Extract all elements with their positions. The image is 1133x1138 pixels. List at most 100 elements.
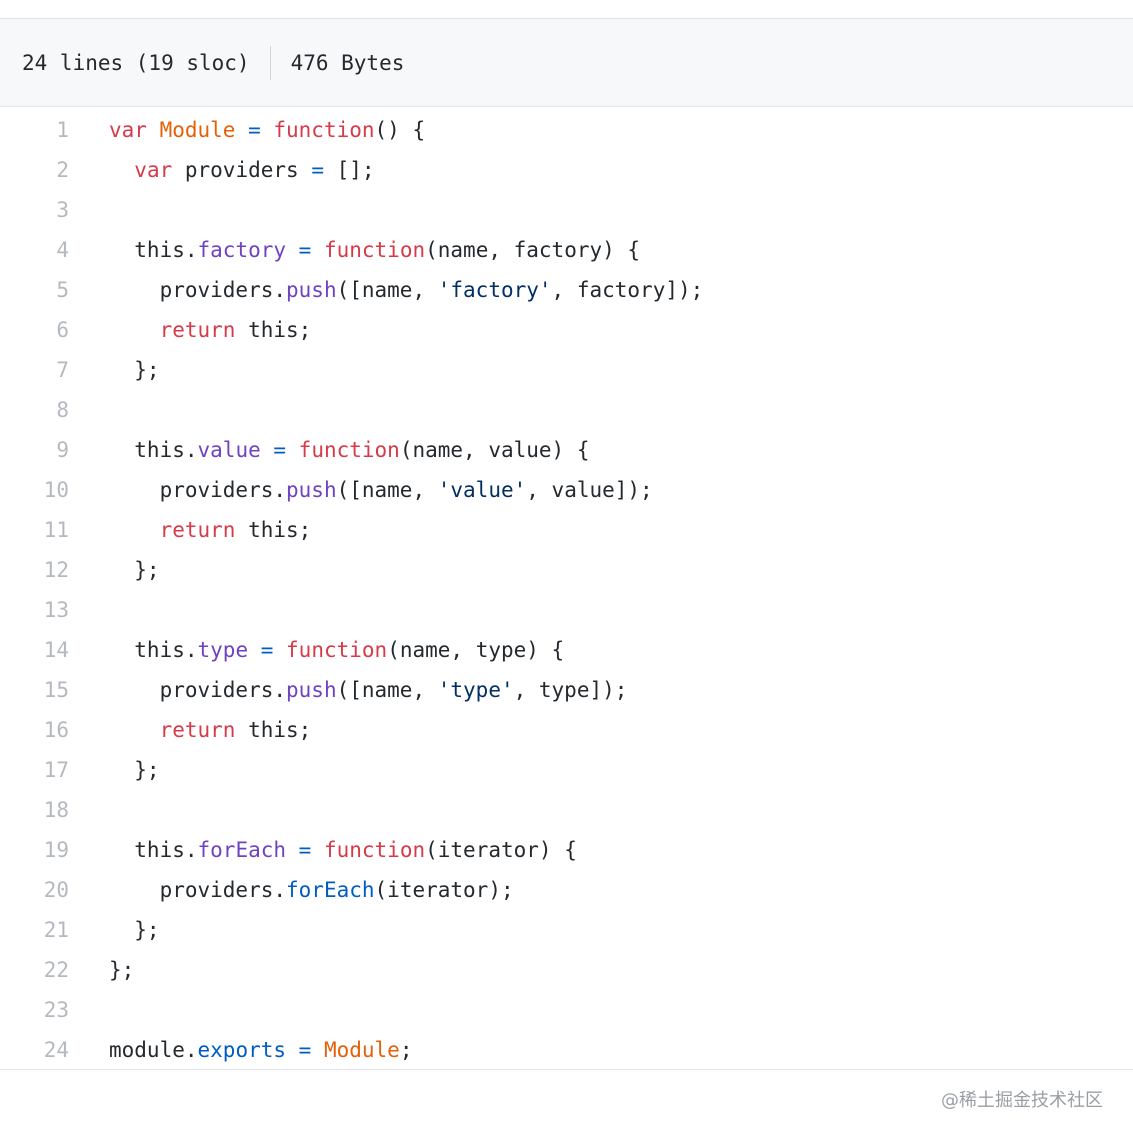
- line-number[interactable]: 2: [56, 158, 69, 182]
- operator-token: =: [286, 1038, 324, 1062]
- code-text-token: ([name,: [336, 278, 438, 302]
- keyword-token: function: [323, 838, 426, 862]
- property-token: push: [286, 678, 337, 702]
- code-text-token: providers.: [109, 478, 287, 502]
- operator-token: =: [260, 438, 299, 462]
- keyword-token: function: [298, 438, 400, 462]
- top-strip: [0, 0, 1133, 19]
- code-line: 8: [0, 390, 1133, 430]
- property-token: factory: [197, 238, 287, 262]
- line-number[interactable]: 12: [43, 558, 69, 582]
- line-number[interactable]: 3: [56, 198, 69, 222]
- line-number[interactable]: 16: [43, 718, 69, 742]
- line-number[interactable]: 8: [56, 398, 69, 422]
- code-line: 22};: [0, 950, 1133, 990]
- line-number[interactable]: 14: [43, 638, 69, 662]
- line-number[interactable]: 1: [56, 118, 69, 142]
- line-number[interactable]: 4: [56, 238, 69, 262]
- line-number[interactable]: 11: [43, 518, 69, 542]
- operator-token: =: [235, 118, 274, 142]
- line-code: };: [109, 958, 134, 982]
- line-number[interactable]: 18: [43, 798, 69, 822]
- line-number[interactable]: 5: [56, 278, 69, 302]
- code-text-token: };: [109, 918, 160, 942]
- code-text-token: this;: [235, 518, 312, 542]
- line-number[interactable]: 13: [43, 598, 69, 622]
- line-code: module.exports = Module;: [109, 1038, 412, 1062]
- code-line: 10 providers.push([name, 'value', value]…: [0, 470, 1133, 510]
- line-number[interactable]: 22: [43, 958, 69, 982]
- line-number[interactable]: 6: [56, 318, 69, 342]
- line-number[interactable]: 19: [43, 838, 69, 862]
- line-code: this.forEach = function(iterator) {: [109, 838, 577, 862]
- code-line: 3: [0, 190, 1133, 230]
- code-text-token: ;: [399, 1038, 413, 1062]
- line-number[interactable]: 21: [43, 918, 69, 942]
- code-line: 21 };: [0, 910, 1133, 950]
- code-line: 11 return this;: [0, 510, 1133, 550]
- line-code: };: [109, 358, 159, 382]
- code-text-token: (name, type) {: [387, 638, 565, 662]
- line-code: var Module = function() {: [109, 118, 425, 142]
- code-text-token: providers: [172, 158, 312, 182]
- property-token: value: [197, 438, 261, 462]
- line-number[interactable]: 20: [43, 878, 69, 902]
- code-text-token: providers.: [109, 678, 287, 702]
- code-line: 1 var Module = function() {: [0, 110, 1133, 150]
- code-line: 24 module.exports = Module;: [0, 1030, 1133, 1070]
- code-line: 16 return this;: [0, 710, 1133, 750]
- code-text-token: , type]);: [513, 678, 628, 702]
- code-text-token: [109, 318, 160, 342]
- code-line: 15 providers.push([name, 'type', type]);: [0, 670, 1133, 710]
- code-line: 9 this.value = function(name, value) {: [0, 430, 1133, 470]
- code-text-token: (name, value) {: [399, 438, 590, 462]
- line-number[interactable]: 7: [56, 358, 69, 382]
- keyword-token: function: [286, 638, 388, 662]
- code-text-token: , factory]);: [551, 278, 704, 302]
- property-token: push: [286, 278, 337, 302]
- code-line: 17 };: [0, 750, 1133, 790]
- line-number[interactable]: 23: [43, 998, 69, 1022]
- code-text-token: [109, 718, 160, 742]
- keyword-token: return: [159, 318, 236, 342]
- property-token: type: [197, 638, 249, 662]
- watermark-text: @稀土掘金技术社区: [941, 1090, 1103, 1111]
- string-token: 'type': [437, 678, 514, 702]
- code-line: 19 this.forEach = function(iterator) {: [0, 830, 1133, 870]
- code-line: 14 this.type = function(name, type) {: [0, 630, 1133, 670]
- header-divider: [269, 45, 271, 80]
- line-code: };: [109, 758, 159, 782]
- code-text-token: this.: [109, 438, 198, 462]
- code-line: 4 this.factory = function(name, factory)…: [0, 230, 1133, 270]
- code-text-token: ([name,: [336, 678, 438, 702]
- file-info-header: 24 lines (19 sloc) 476 Bytes: [0, 19, 1133, 107]
- code-text-token: this;: [235, 318, 312, 342]
- line-code: this.factory = function(name, factory) {: [109, 238, 640, 262]
- code-line: 2 var providers = [];: [0, 150, 1133, 190]
- operator-token: =: [286, 238, 324, 262]
- code-text-token: this.: [109, 238, 198, 262]
- code-text-token: ([name,: [336, 478, 438, 502]
- line-code: this.type = function(name, type) {: [109, 638, 564, 662]
- line-code: providers.push([name, 'factory', factory…: [109, 278, 704, 302]
- code-text-token: this;: [235, 718, 312, 742]
- keyword-token: var: [109, 118, 160, 142]
- keyword-token: return: [159, 718, 236, 742]
- line-number[interactable]: 15: [43, 678, 69, 702]
- code-text-token: };: [109, 958, 135, 982]
- code-line: 6 return this;: [0, 310, 1133, 350]
- line-code: };: [109, 558, 159, 582]
- line-number[interactable]: 10: [43, 478, 69, 502]
- code-line: 18: [0, 790, 1133, 830]
- line-number[interactable]: 17: [43, 758, 69, 782]
- line-code: return this;: [109, 518, 312, 542]
- identifier-token: Module: [159, 118, 236, 142]
- line-number[interactable]: 9: [56, 438, 69, 462]
- code-line: 5 providers.push([name, 'factory', facto…: [0, 270, 1133, 310]
- string-token: 'value': [437, 478, 527, 502]
- code-line: 13: [0, 590, 1133, 630]
- line-code: return this;: [109, 318, 312, 342]
- code-view: 1 var Module = function() { 2 var provider…: [0, 110, 1133, 1070]
- keyword-token: function: [273, 118, 375, 142]
- line-number[interactable]: 24: [43, 1038, 69, 1062]
